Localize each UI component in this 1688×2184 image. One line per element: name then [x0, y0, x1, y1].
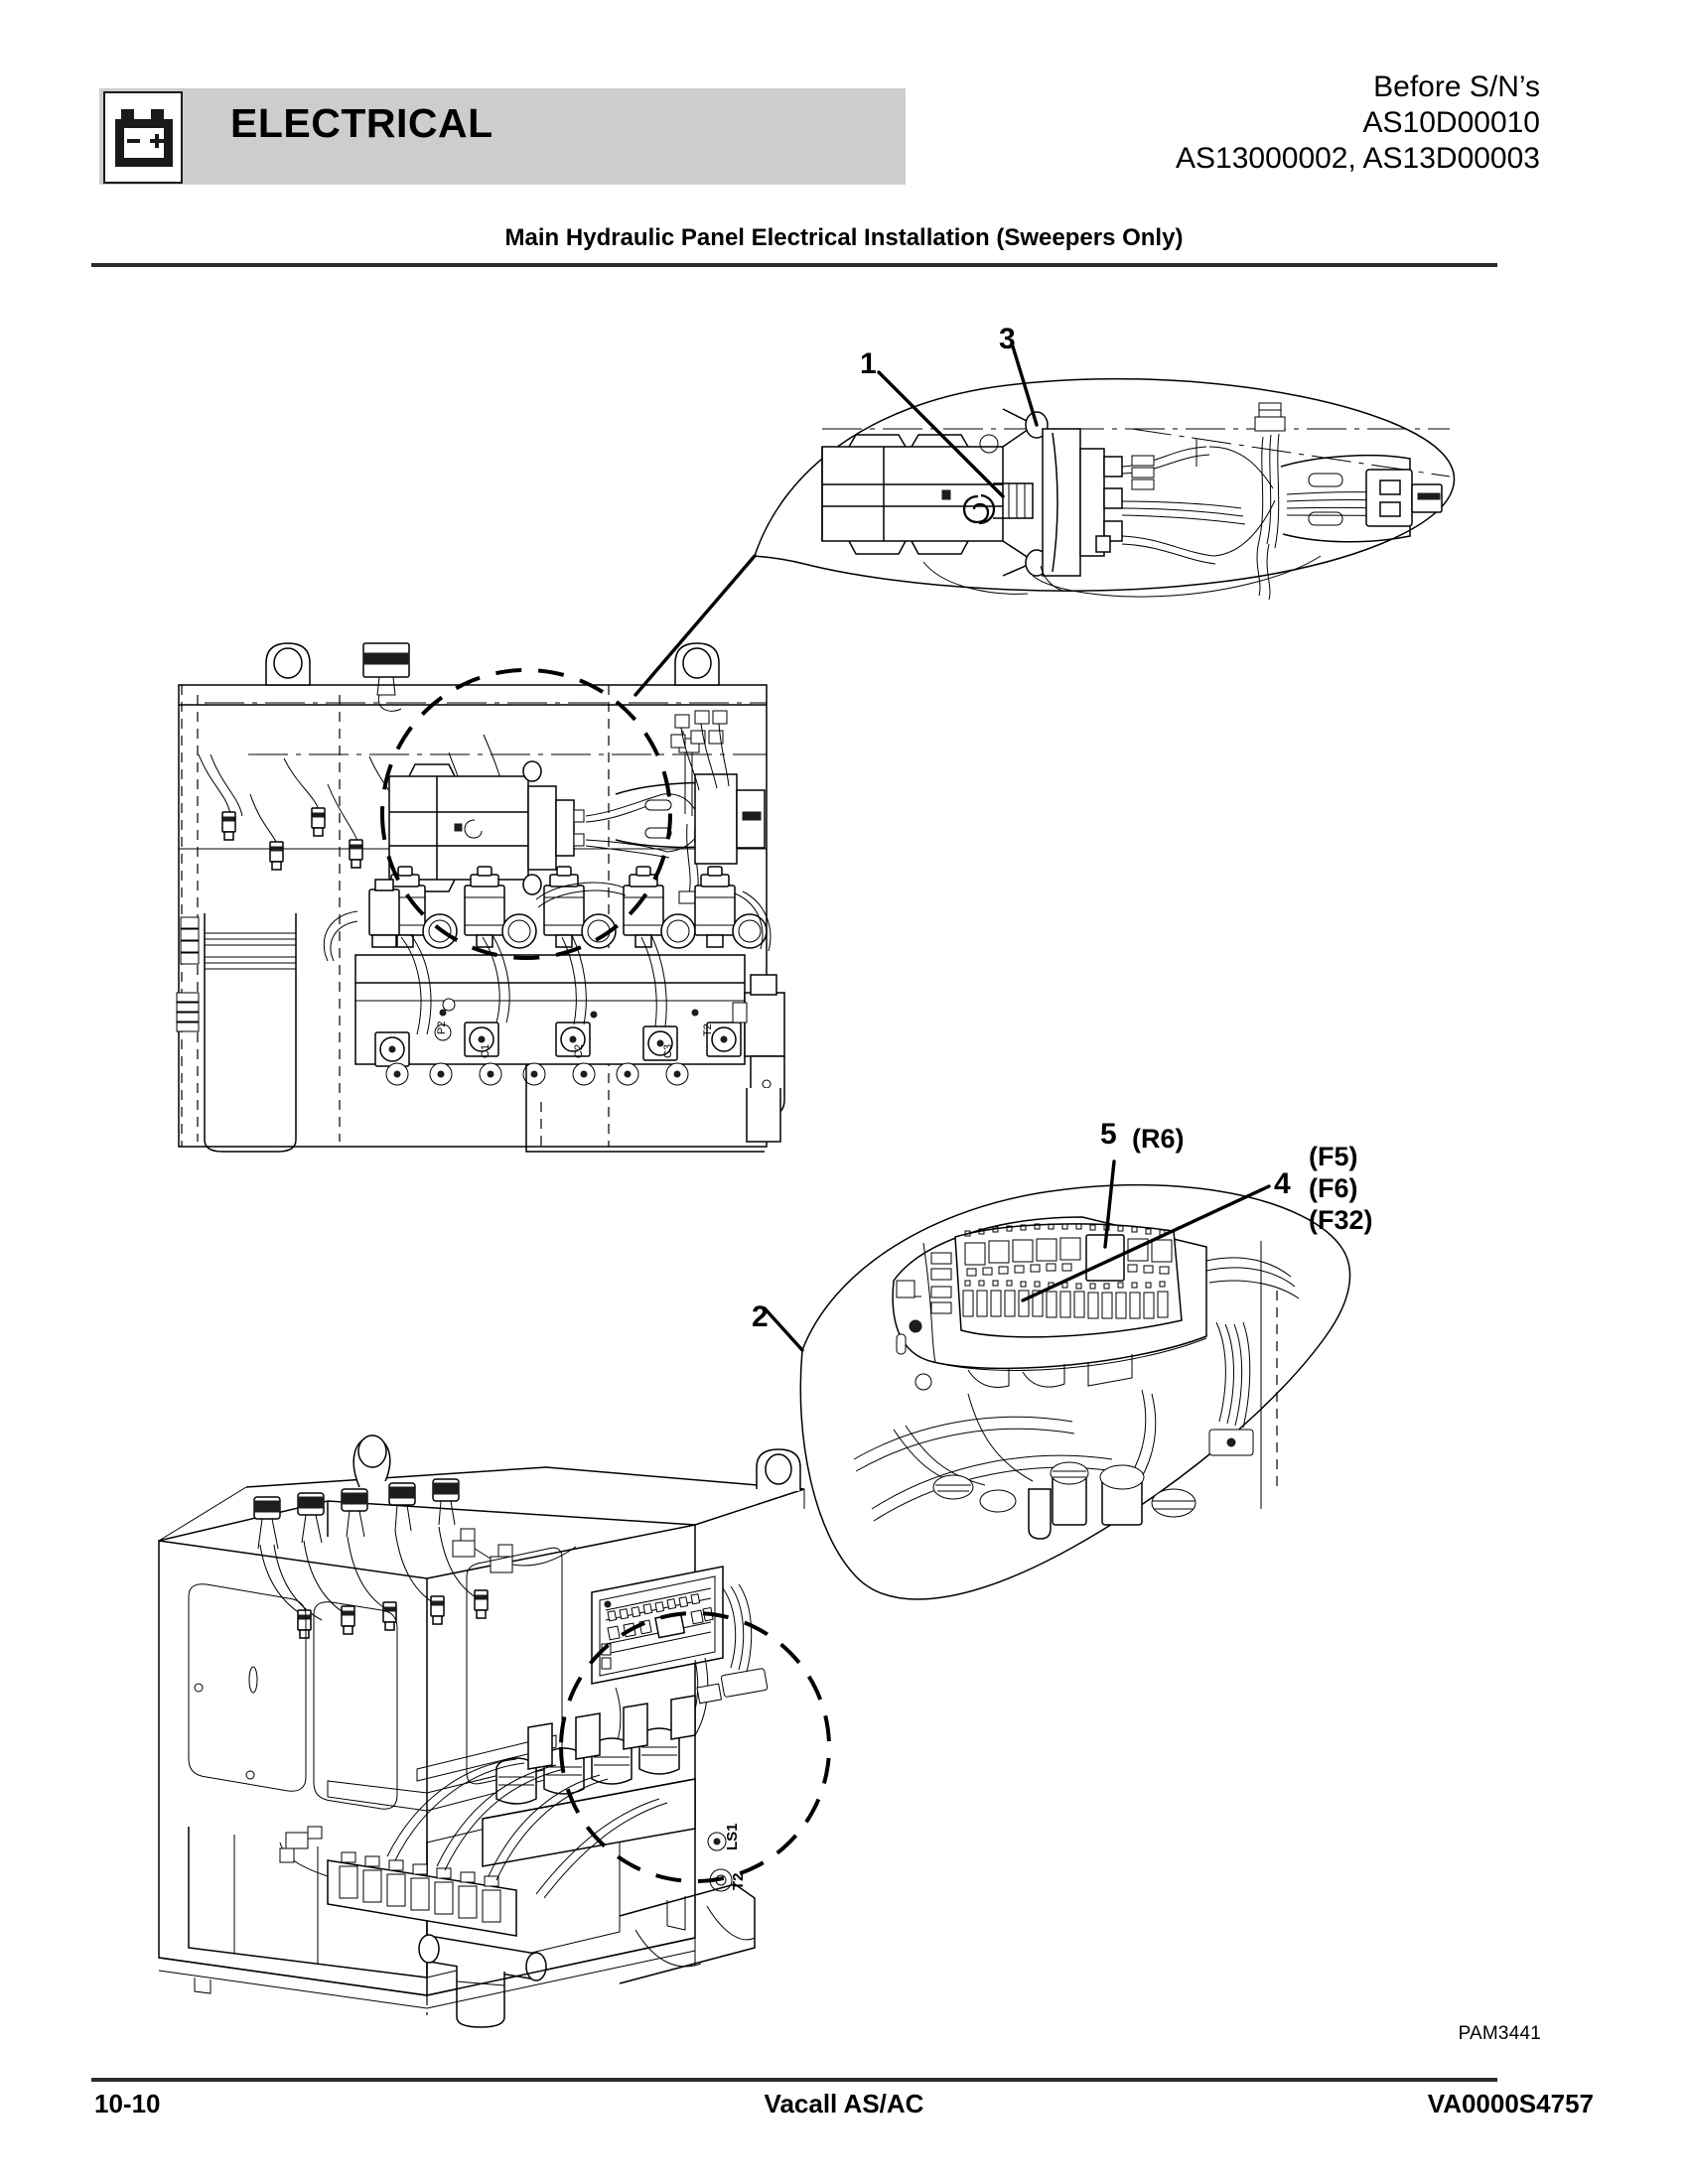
callout-1: 1 [860, 347, 877, 380]
fuse-reference-f6: (F6) [1309, 1173, 1358, 1203]
callout-2: 2 [752, 1300, 769, 1333]
callout-5-reference: (R6) [1132, 1124, 1185, 1154]
footer-divider [91, 2078, 1497, 2082]
section-title: ELECTRICAL [230, 100, 493, 146]
callout-5: 5 [1100, 1118, 1117, 1151]
page-number: 10-10 [94, 2089, 161, 2118]
model-name: Vacall AS/AC [764, 2089, 924, 2118]
svg-text:P2: P2 [436, 1022, 448, 1034]
serial-number-block: Before S/N’s AS10D00010 AS13000002, AS13… [1176, 69, 1540, 177]
serial-line-3: AS13000002, AS13D00003 [1176, 142, 1540, 175]
svg-text:C2: C2 [573, 1044, 585, 1058]
svg-text:C1: C1 [480, 1044, 492, 1058]
detail-view-lower [763, 1160, 1351, 1600]
port-label-group: P2 C1 C2 C3 T2 [436, 1022, 714, 1058]
battery-icon [103, 91, 183, 184]
drawing-id: PAM3441 [1458, 2023, 1541, 2044]
isometric-assembly-view: LS1 T2 [158, 1434, 832, 2028]
serial-line-2: AS10D00010 [1362, 106, 1540, 139]
main-plan-view: P2 C1 C2 C3 T2 [176, 642, 785, 1153]
document-number: VA0000S4757 [1427, 2089, 1594, 2118]
svg-text:T2: T2 [702, 1024, 714, 1036]
port-label-t2: T2 [730, 1872, 747, 1890]
callout-3: 3 [999, 323, 1016, 355]
fuse-reference-f32: (F32) [1309, 1205, 1373, 1235]
svg-text:C3: C3 [662, 1044, 674, 1058]
header-divider [91, 263, 1497, 267]
relay-r6 [1085, 1234, 1125, 1282]
detail-view-upper [633, 344, 1456, 697]
callout-4: 4 [1274, 1167, 1291, 1200]
fuse-reference-f5: (F5) [1309, 1142, 1358, 1171]
serial-line-1: Before S/N’s [1373, 70, 1540, 103]
page-subtitle: Main Hydraulic Panel Electrical Installa… [504, 224, 1184, 251]
section-header-bar [99, 88, 906, 185]
port-label-ls1: LS1 [724, 1823, 741, 1850]
